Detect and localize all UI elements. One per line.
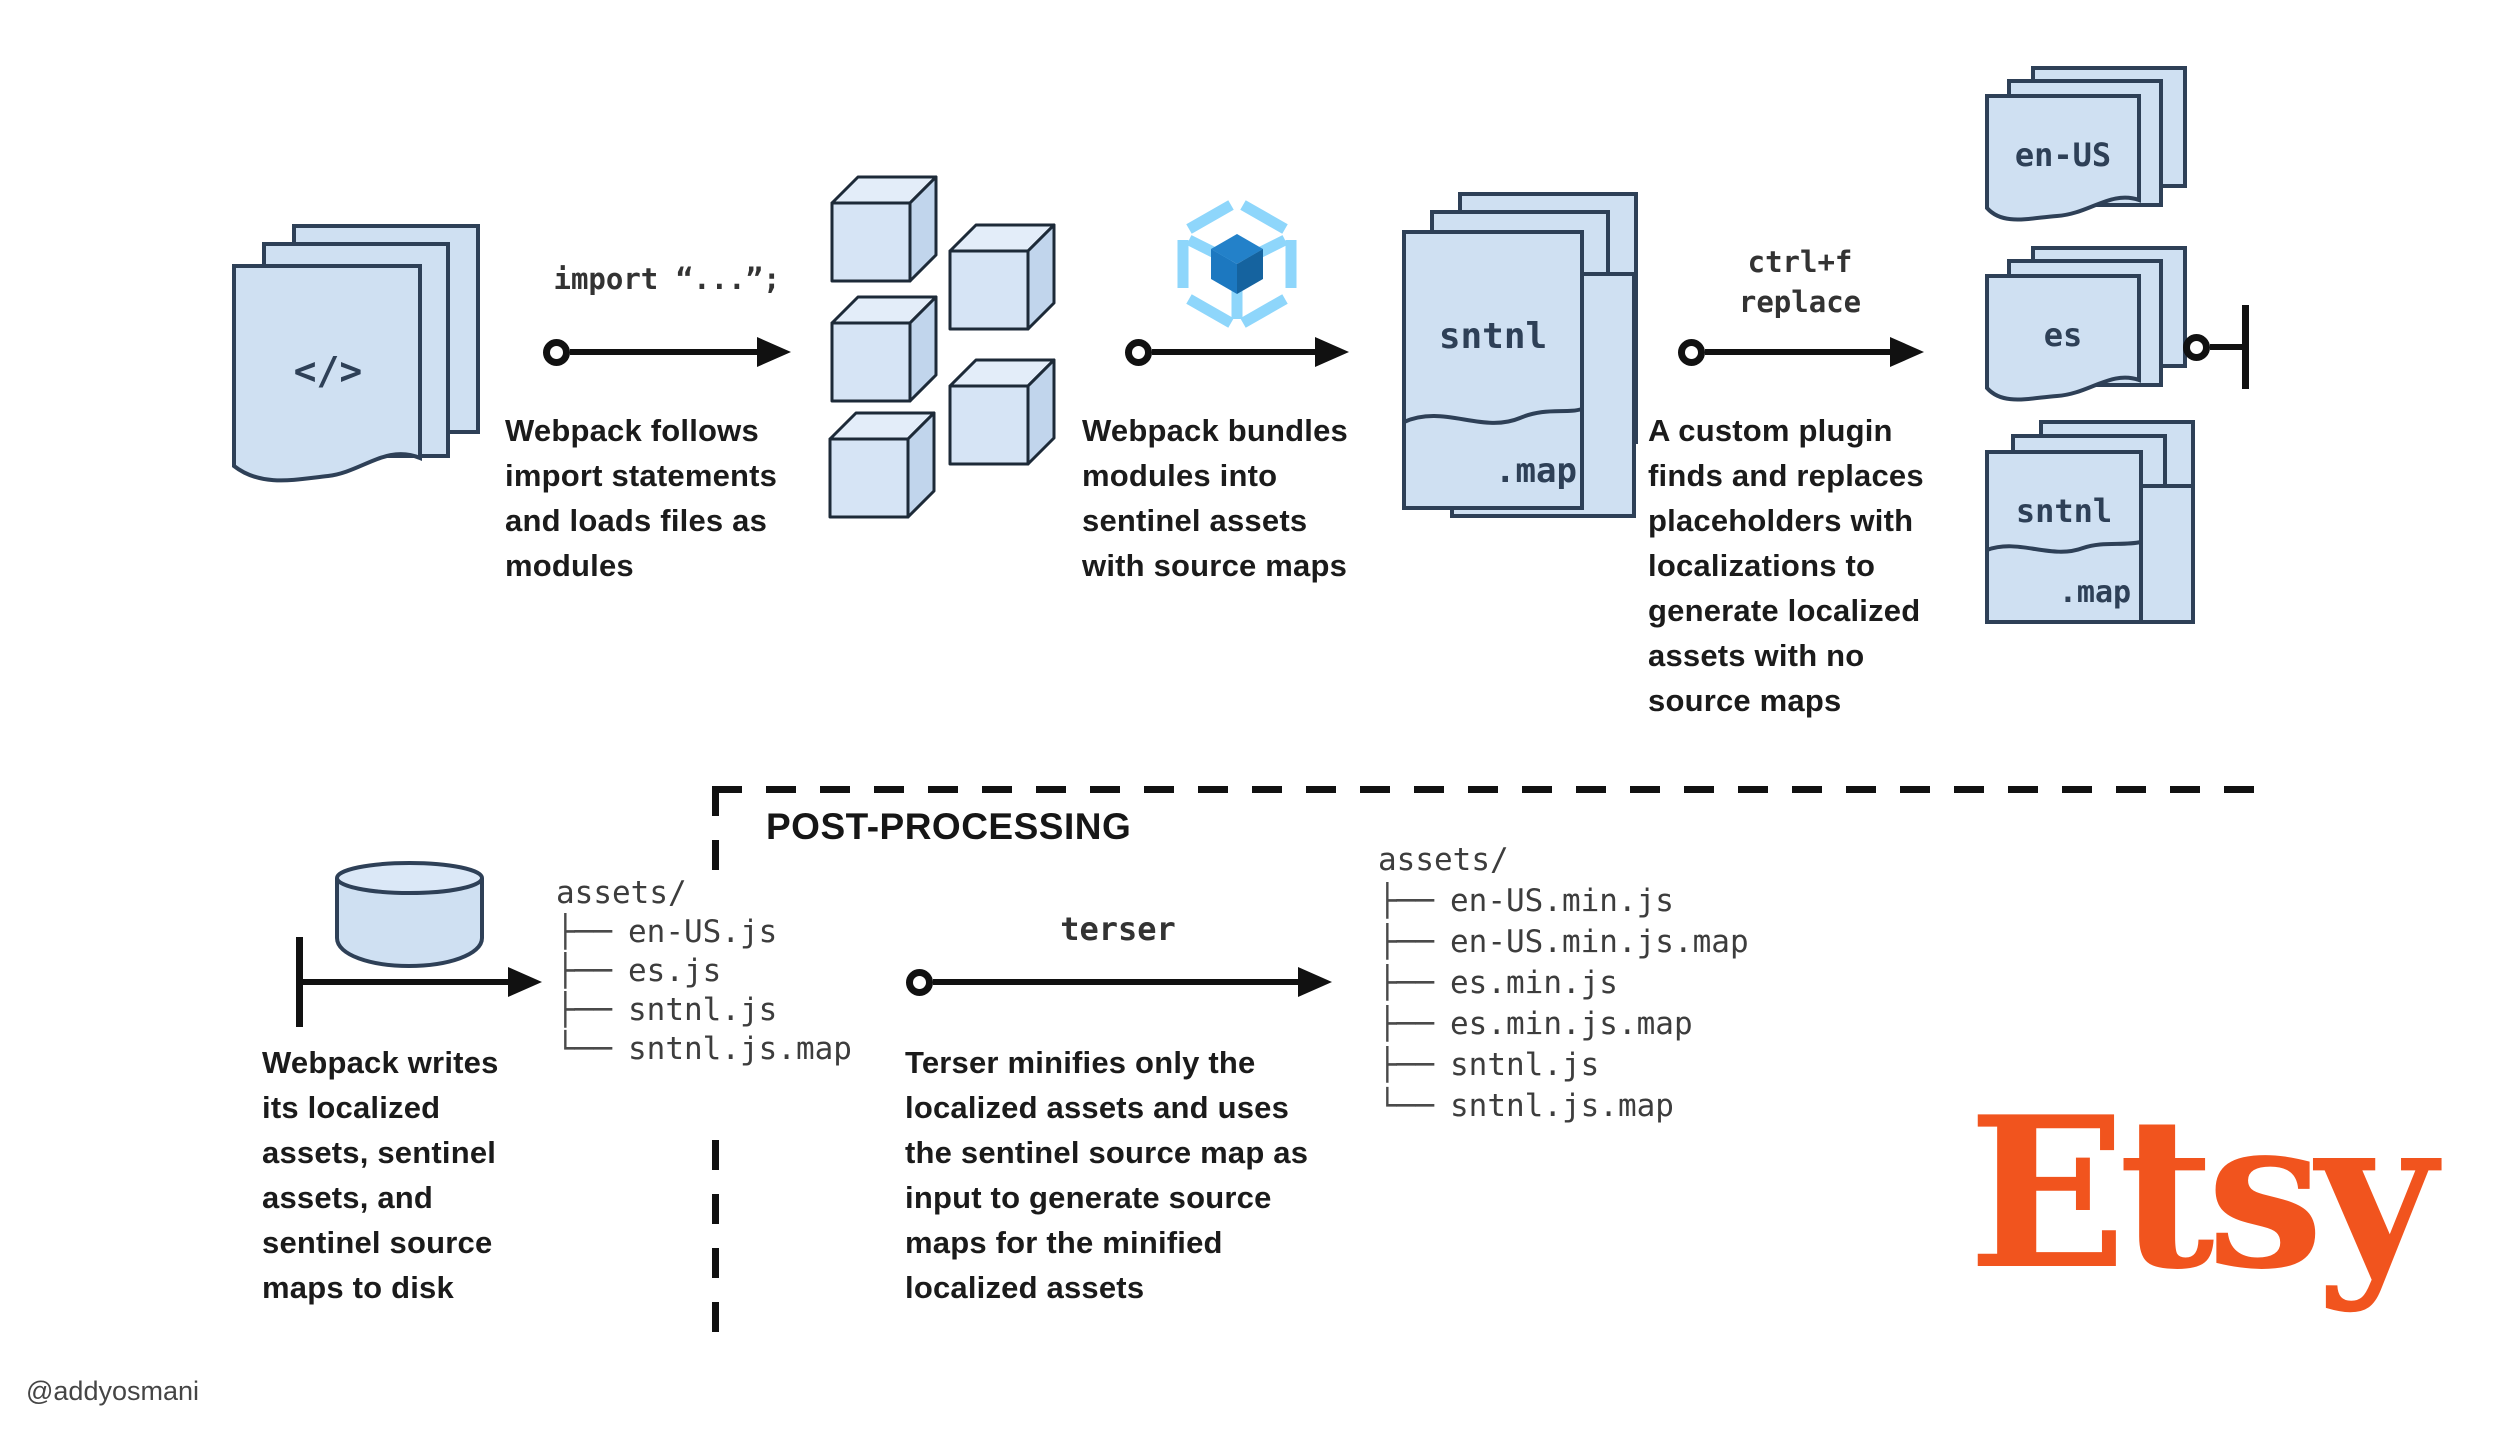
- source-files-stack-icon: </>: [232, 224, 480, 483]
- tree-row: ├──en-US.min.js.map: [1378, 924, 1749, 960]
- step5-caption: Terser minifies only the localized asset…: [905, 1045, 1309, 1305]
- ctrlf-replace-label: ctrl+f replace: [1738, 245, 1862, 319]
- assets-tree-output: assets/ ├──en-US.min.js ├──en-US.min.js.…: [1378, 840, 1757, 1127]
- post-processing-border-top: [712, 786, 2270, 793]
- code-glyph: </>: [294, 349, 363, 393]
- arrow-head: [1298, 967, 1332, 997]
- tree-row: ├──es.min.js: [1378, 965, 1618, 1001]
- tree-root: assets/: [556, 875, 687, 911]
- pipeline-terminal: [2183, 305, 2249, 389]
- arrow-start-dot: [543, 338, 570, 366]
- locale-es-stack-icon: es: [1985, 246, 2187, 402]
- module-cubes-icon: [828, 175, 1056, 519]
- tree-row: ├──en-US.min.js: [1378, 883, 1674, 919]
- tree-row: ├──es.js: [556, 953, 722, 989]
- tree-row: └──sntnl.js.map: [556, 1031, 852, 1067]
- flow-arrow-5: [906, 967, 1332, 997]
- post-processing-border-left-lower: [712, 1140, 719, 1338]
- step2-caption: Webpack bundles modules into sentinel as…: [1082, 413, 1348, 583]
- flow-arrow-3: [1678, 337, 1924, 367]
- tree-row: ├──sntnl.js: [1378, 1047, 1600, 1083]
- sentinel-output-map-label: .map: [2059, 575, 2131, 610]
- terser-label: terser: [1060, 910, 1176, 948]
- arrow-head: [1890, 337, 1924, 367]
- author-credit: @addyosmani: [26, 1376, 199, 1406]
- arrow-start-dot: [906, 968, 933, 996]
- locale-en-us-label: en-US: [2015, 136, 2111, 174]
- arrow-start-bar: [296, 937, 303, 1027]
- tree-row: ├──en-US.js: [556, 914, 778, 950]
- assets-tree-input: assets/ ├──en-US.js ├──es.js ├──sntnl.js…: [556, 874, 860, 1069]
- tree-row: ├──sntnl.js: [556, 992, 778, 1028]
- terminal-dot: [2183, 333, 2210, 361]
- tree-row: ├──es.min.js.map: [1378, 1006, 1693, 1042]
- arrow-start-dot: [1678, 338, 1705, 366]
- flow-arrow-2: [1125, 337, 1349, 367]
- sentinel-bundle-stack-icon: sntnl .map: [1402, 192, 1638, 518]
- sentinel-output-stack-icon: sntnl .map: [1985, 420, 2195, 624]
- locale-es-label: es: [2044, 316, 2083, 354]
- sentinel-name-label: sntnl: [1439, 316, 1547, 357]
- step1-caption: Webpack follows import statements and lo…: [505, 413, 778, 583]
- flow-arrow-4: [296, 937, 542, 1027]
- tree-row: └──sntnl.js.map: [1378, 1088, 1674, 1124]
- step4-caption: Webpack writes its localized assets, sen…: [262, 1045, 499, 1305]
- disk-cylinder-icon: [335, 861, 484, 969]
- import-arrow-label: import “...”;: [553, 262, 781, 296]
- etsy-logo: Etsy: [1968, 1072, 2437, 1316]
- locale-en-us-stack-icon: en-US: [1985, 66, 2187, 222]
- post-processing-title: POST-PROCESSING: [766, 806, 1132, 847]
- post-processing-border-left-upper: [712, 786, 719, 906]
- webpack-logo-icon: [1177, 200, 1297, 328]
- tree-root: assets/: [1378, 842, 1509, 878]
- sentinel-output-name-label: sntnl: [2016, 492, 2112, 530]
- arrow-head: [757, 337, 791, 367]
- step3-caption: A custom plugin finds and replaces place…: [1648, 413, 1924, 718]
- terminal-bar: [2242, 305, 2249, 389]
- arrow-head: [508, 967, 542, 997]
- flow-arrow-1: [543, 337, 791, 367]
- sentinel-map-label: .map: [1495, 451, 1577, 491]
- arrow-head: [1315, 337, 1349, 367]
- arrow-start-dot: [1125, 338, 1152, 366]
